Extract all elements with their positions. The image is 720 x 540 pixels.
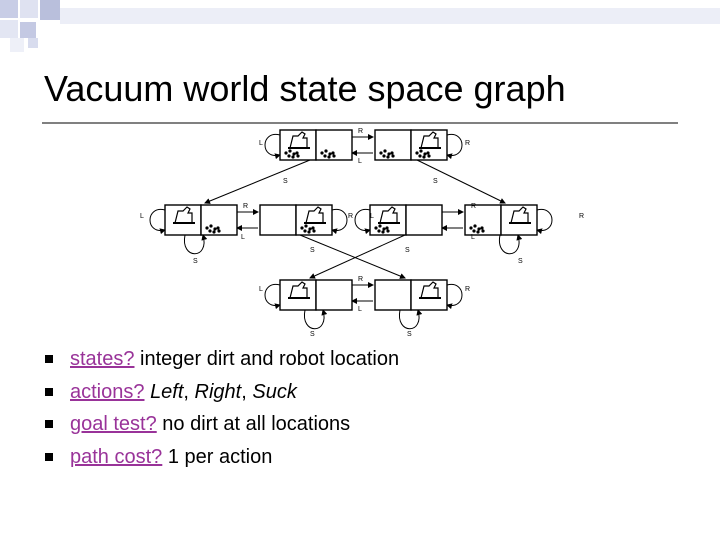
action-label: S (518, 258, 523, 265)
self-loop (354, 209, 371, 235)
deco-square (40, 0, 60, 20)
cell-right (315, 279, 353, 311)
robot-icon (420, 131, 439, 149)
robot-icon (510, 206, 529, 224)
deco-square (0, 0, 18, 18)
robot-icon (289, 131, 308, 149)
action-label: S (433, 178, 438, 185)
robot-icon (379, 206, 398, 224)
transition-arrow (309, 234, 406, 279)
dirt-icon (300, 224, 316, 234)
action-label: L (471, 234, 475, 241)
action-label: S (283, 178, 288, 185)
action-label: R (465, 286, 470, 293)
self-loop (498, 234, 523, 255)
robot-icon (420, 281, 439, 299)
transition-arrow (299, 234, 406, 279)
action-labels: R L L R S S R L L R R L L R S S S S R L L R S S (140, 128, 584, 338)
action-label: S (310, 247, 315, 254)
action-label: L (370, 213, 374, 220)
action-label: S (193, 258, 198, 265)
self-loop (331, 209, 348, 235)
self-loop (536, 209, 553, 235)
state-node (164, 204, 238, 236)
transition-arrow (416, 159, 506, 204)
action-label: L (241, 234, 245, 241)
term-states[interactable]: states? (70, 348, 135, 370)
robot-icon (305, 206, 324, 224)
action-label: R (465, 140, 470, 147)
bullet-goal-test: goal test? no dirt at all locations (44, 408, 399, 441)
self-loop (303, 309, 328, 330)
state-node (374, 129, 448, 161)
dirt-icon (379, 149, 395, 159)
bullet-actions: actions? Left, Right, Suck (44, 376, 399, 409)
action-label: S (405, 247, 410, 254)
dirt-icon (415, 149, 431, 159)
transition-edges (149, 134, 553, 330)
deco-square (20, 22, 36, 38)
self-loop (446, 284, 463, 310)
self-loop (264, 134, 281, 160)
action-label: R (348, 213, 353, 220)
action-label: S (407, 331, 412, 338)
dirt-icon (320, 149, 336, 159)
dirt-icon (284, 149, 300, 159)
title-divider (42, 122, 678, 124)
bullet-states: states? integer dirt and robot location (44, 343, 399, 376)
action-label: L (259, 140, 263, 147)
corner-decoration (0, 0, 720, 52)
self-loop (398, 309, 423, 330)
term-path-cost[interactable]: path cost? (70, 445, 163, 468)
action-label: R (243, 203, 248, 210)
cell-right (405, 204, 443, 236)
dirt-icon (374, 224, 390, 234)
action-label: S (310, 331, 315, 338)
dirt-icon (205, 224, 221, 234)
deco-square (0, 20, 18, 38)
bullet-marker (45, 355, 53, 363)
state-node (464, 204, 538, 236)
action-label: R (358, 128, 363, 135)
state-nodes (164, 129, 538, 311)
action-label: R (358, 276, 363, 283)
action-label: R (471, 203, 476, 210)
state-space-diagram: R L L R S S R L L R R L L R S S S S R L L R S S (140, 128, 584, 338)
self-loop (446, 134, 463, 160)
dirt-icon (469, 224, 485, 234)
action-label: L (259, 286, 263, 293)
cell-left (259, 204, 297, 236)
term-goal-test[interactable]: goal test? (70, 413, 157, 435)
deco-band (60, 8, 720, 24)
bullet-path-cost: path cost? 1 per action (44, 441, 399, 474)
bullet-marker (45, 452, 53, 461)
slide-title: Vacuum world state space graph (44, 68, 566, 109)
bullet-list: states? integer dirt and robot location … (44, 343, 399, 473)
cell-left (374, 279, 412, 311)
term-actions[interactable]: actions? (70, 380, 145, 403)
self-loop (264, 284, 281, 310)
state-node (369, 204, 443, 236)
self-loop (183, 234, 208, 255)
deco-square (20, 0, 38, 18)
deco-square (10, 38, 24, 52)
state-node (259, 204, 333, 236)
robot-icon (289, 281, 308, 299)
state-node (279, 129, 353, 161)
bullet-marker (45, 387, 53, 396)
state-node (374, 279, 448, 311)
action-label: R (579, 213, 584, 220)
deco-square (28, 38, 38, 48)
self-loop (149, 209, 166, 235)
transition-arrow (204, 159, 311, 204)
robot-icon (174, 206, 193, 224)
action-label: L (358, 158, 362, 165)
action-label: L (358, 306, 362, 313)
state-node (279, 279, 353, 311)
bullet-marker (45, 420, 53, 428)
action-label: L (140, 213, 144, 220)
